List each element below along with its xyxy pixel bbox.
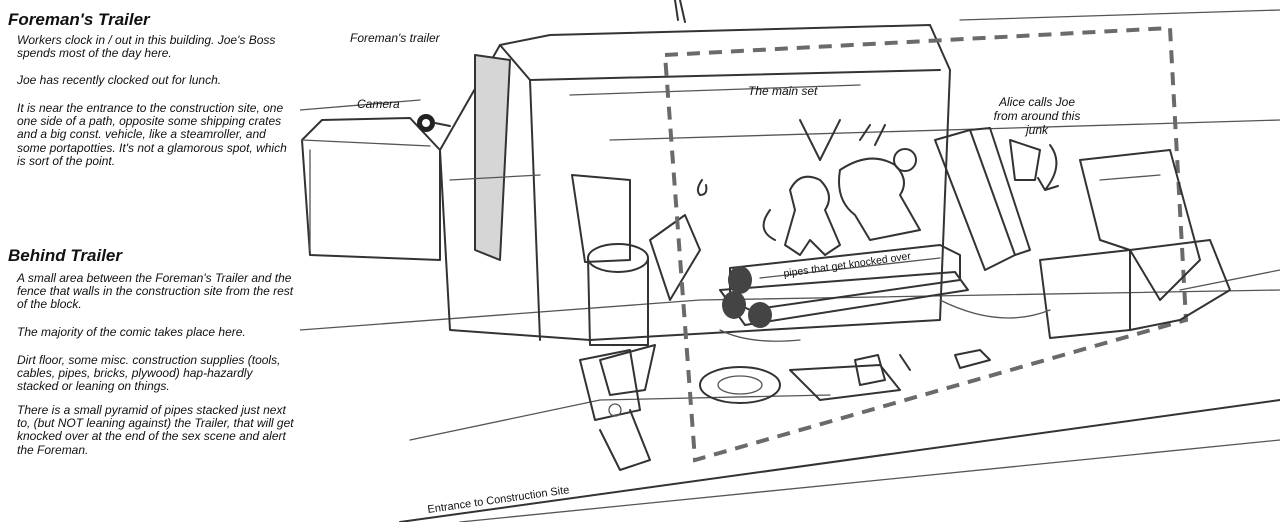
label-main-set: The main set: [748, 84, 818, 98]
debris-sketch: [699, 299, 1051, 404]
main-set-frame: [662, 25, 1189, 463]
label-alice-calls-1: Alice calls Joe: [998, 95, 1075, 109]
note-paragraph: Joe has recently clocked out for lunch.: [17, 73, 222, 87]
set-layout-sketch: Foreman's trailer Camera The main set Al…: [300, 0, 1280, 522]
note-paragraph: A small area between the Foreman's Trail…: [17, 271, 294, 312]
note-paragraph: There is a small pyramid of pipes stacke…: [17, 403, 294, 457]
note-paragraph: Workers clock in / out in this building.…: [17, 33, 276, 61]
note-paragraph: Dirt floor, some misc. construction supp…: [17, 353, 281, 394]
camera-icon: [417, 114, 451, 132]
label-entrance: Entrance to Construction Site: [427, 484, 570, 516]
foremans-trailer-sketch: [439, 0, 951, 471]
junk-pile-sketch: [934, 127, 1231, 339]
label-camera: Camera: [357, 97, 400, 111]
notes-panel: Foreman's Trailer Workers clock in / out…: [0, 0, 300, 522]
pipe-pyramid-sketch: [719, 244, 969, 328]
portapotty-sketch: [301, 117, 441, 261]
barrel-sketch: [587, 243, 656, 396]
arrow-icon: [1037, 144, 1059, 191]
label-foremans-trailer: Foreman's trailer: [350, 31, 441, 45]
section-title-foremans-trailer: Foreman's Trailer: [8, 10, 150, 29]
plywood-sketch: [649, 214, 701, 301]
characters-sketch: [762, 119, 921, 256]
note-paragraph: The majority of the comic takes place he…: [17, 325, 246, 339]
section-title-behind-trailer: Behind Trailer: [8, 246, 122, 265]
label-alice-calls-3: junk: [1024, 123, 1049, 137]
note-paragraph: It is near the entrance to the construct…: [17, 101, 287, 168]
label-alice-calls-2: from around this: [994, 109, 1081, 123]
